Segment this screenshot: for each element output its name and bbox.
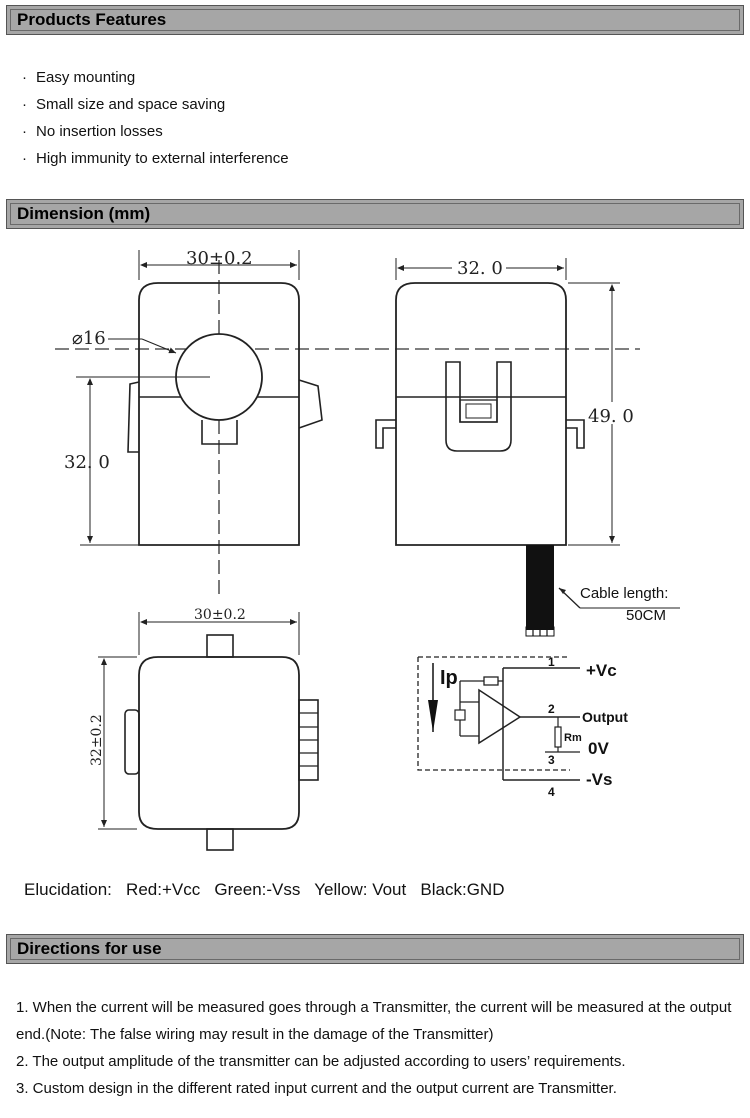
dimension-header-frame xyxy=(10,203,740,225)
dimension-drawing: 30±0.2 ⌀16 32. 0 Cable length: 50CM xyxy=(55,248,680,851)
bullet-icon: · xyxy=(22,96,27,113)
pin1-label: 1 xyxy=(548,655,555,669)
features-title: Products Features xyxy=(17,10,167,29)
vc-label: +Vc xyxy=(586,661,617,680)
bottom-view: 30±0.2 32±0.2 xyxy=(89,607,319,851)
bullet-icon: · xyxy=(22,150,27,167)
pin3-label: 3 xyxy=(548,753,555,767)
rm-label: Rm xyxy=(564,732,582,744)
directions-list: 1. When the current will be measured goe… xyxy=(16,994,736,1102)
cable-length-value: 50CM xyxy=(626,607,666,624)
directions-title: Directions for use xyxy=(17,939,162,958)
list-item: ·High immunity to external interference xyxy=(22,145,289,172)
list-item: 1. When the current will be measured goe… xyxy=(16,999,732,1043)
pin2-label: 2 xyxy=(548,702,555,716)
ip-label: Ip xyxy=(440,667,458,689)
list-item: 2. The output amplitude of the transmitt… xyxy=(16,1053,626,1070)
side-height-label: 49. 0 xyxy=(588,406,634,427)
list-item: 3. Custom design in the different rated … xyxy=(16,1080,617,1097)
list-item: ·Easy mounting xyxy=(22,64,289,91)
ov-label: 0V xyxy=(588,739,609,758)
directions-header-frame xyxy=(10,938,740,960)
side-width-label: 32. 0 xyxy=(457,258,503,279)
elucidation-text: Elucidation: Red:+Vcc Green:-Vss Yellow:… xyxy=(24,880,505,899)
cable-length-label: Cable length: xyxy=(580,585,668,602)
vs-label: -Vs xyxy=(586,770,612,789)
bullet-icon: · xyxy=(22,69,27,86)
hole-diameter-label: ⌀16 xyxy=(72,328,106,349)
bottom-height-label: 32±0.2 xyxy=(89,714,105,766)
list-item: ·Small size and space saving xyxy=(22,91,289,118)
front-height-label: 32. 0 xyxy=(64,452,110,473)
features-header-frame xyxy=(10,9,740,31)
front-width-label: 30±0.2 xyxy=(186,248,253,269)
pin4-label: 4 xyxy=(548,785,555,799)
dimension-header: Dimension (mm) xyxy=(6,199,744,229)
output-label: Output xyxy=(582,709,628,725)
bottom-width-label: 30±0.2 xyxy=(194,607,246,623)
circuit-diagram: Ip 1 2 3 4 +Vc Output Rm 0V -Vs xyxy=(417,655,628,799)
dimension-title: Dimension (mm) xyxy=(17,204,151,223)
bullet-icon: · xyxy=(22,123,27,140)
features-list: ·Easy mounting ·Small size and space sav… xyxy=(22,64,289,172)
side-view: Cable length: 50CM 32. 0 49. 0 xyxy=(375,256,680,637)
list-item: ·No insertion losses xyxy=(22,118,289,145)
directions-header: Directions for use xyxy=(6,934,744,964)
front-view: 30±0.2 ⌀16 32. 0 xyxy=(64,248,323,546)
features-header: Products Features xyxy=(6,5,744,35)
